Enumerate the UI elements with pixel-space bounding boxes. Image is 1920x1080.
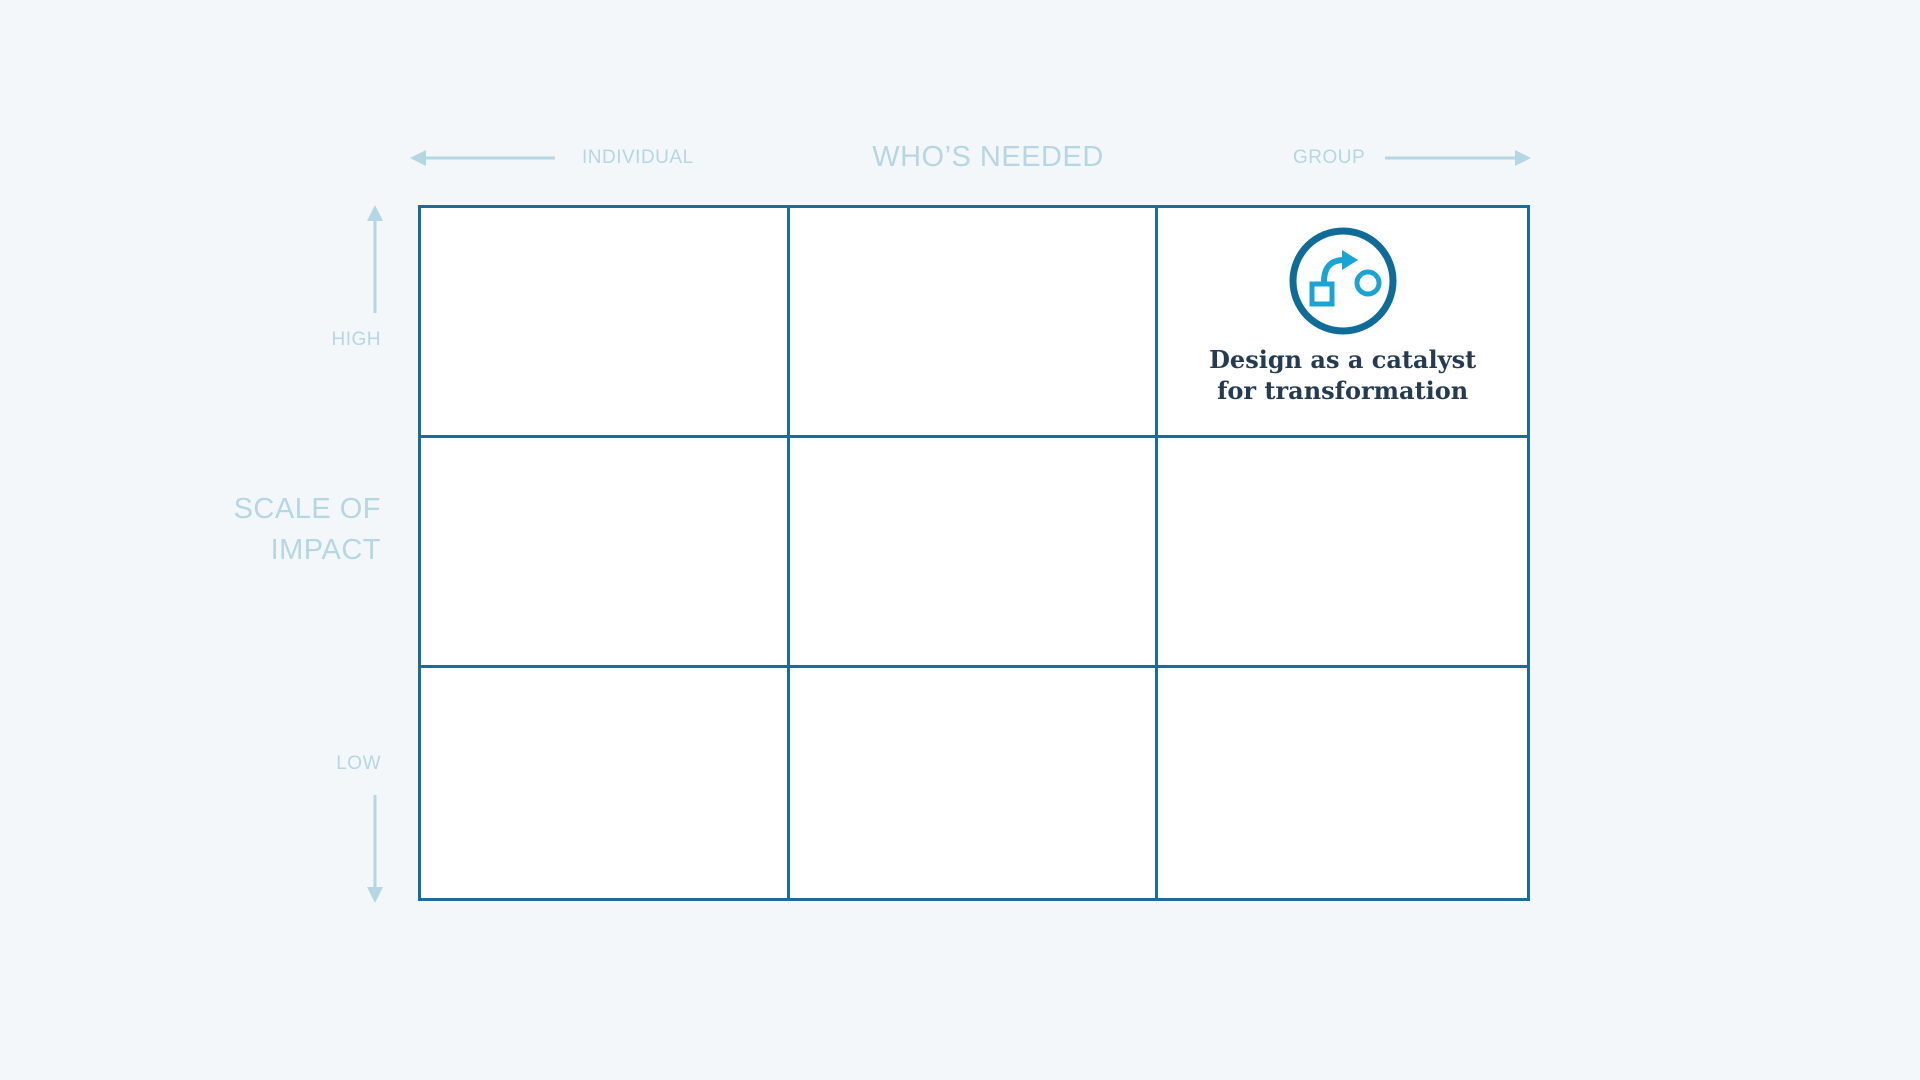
- grid-cell-r1-c3: Design as a catalyst for transformation: [1158, 208, 1527, 438]
- cell-title: Design as a catalyst for transformation: [1178, 344, 1508, 406]
- cell-title-line-2: for transformation: [1217, 376, 1469, 405]
- axis-title-scale-of-impact: SCALE OF IMPACT: [234, 489, 381, 571]
- axis-title-line-1: SCALE OF: [233, 493, 381, 525]
- grid-cell-r3-c2: [789, 668, 1159, 898]
- axis-label-low: LOW: [336, 753, 381, 774]
- axis-title-line-2: IMPACT: [270, 534, 381, 566]
- grid-cell-r3-c1: [421, 668, 790, 898]
- catalyst-transformation-icon: [1289, 227, 1397, 335]
- axis-label-high: HIGH: [331, 329, 381, 350]
- right-arrow-icon: [1385, 150, 1531, 166]
- grid-cell-r1-c2: [789, 208, 1159, 438]
- grid-cell-r2-c3: [1158, 438, 1527, 668]
- grid-cell-r2-c1: [421, 438, 790, 668]
- grid-cell-r3-c3: [1158, 668, 1527, 898]
- highlighted-item: Design as a catalyst for transformation: [1158, 226, 1527, 406]
- up-arrow-icon: [367, 205, 383, 313]
- impact-grid: Design as a catalyst for transformation: [418, 205, 1530, 901]
- axis-title-whos-needed: WHO’S NEEDED: [872, 141, 1104, 173]
- down-arrow-icon: [367, 795, 383, 903]
- cell-title-line-1: Design as a catalyst: [1209, 345, 1477, 374]
- axis-label-individual: INDIVIDUAL: [582, 147, 694, 168]
- grid-cell-r2-c2: [789, 438, 1159, 668]
- grid-cell-r1-c1: [421, 208, 790, 438]
- left-arrow-icon: [410, 150, 555, 166]
- axis-label-group: GROUP: [1293, 147, 1366, 168]
